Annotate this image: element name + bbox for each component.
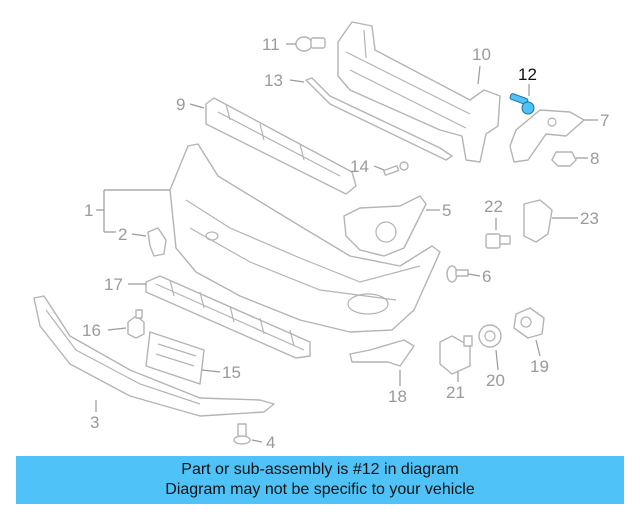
callout-9: 9 — [176, 95, 185, 114]
part-4-bolt — [233, 423, 251, 445]
callout-18: 18 — [388, 387, 407, 406]
part-12-bolt-highlighted — [509, 93, 535, 115]
part-19-park-sensor — [513, 307, 545, 339]
callout-23: 23 — [580, 209, 599, 228]
part-20-sensor-ring — [478, 324, 502, 348]
part-23-bracket — [523, 199, 553, 243]
info-banner: Part or sub-assembly is #12 in diagram D… — [16, 456, 624, 504]
parts-diagram: 1 2 3 4 5 6 7 8 9 10 11 12 13 14 15 16 1… — [33, 21, 609, 452]
callout-22: 22 — [484, 197, 503, 216]
part-14-screw — [383, 161, 409, 176]
callout-6: 6 — [482, 267, 491, 286]
part-22-sensor — [485, 233, 511, 249]
part-21-bracket — [439, 335, 473, 375]
callout-8: 8 — [590, 149, 599, 168]
part-18-trim — [349, 339, 415, 367]
callout-11: 11 — [262, 35, 280, 54]
part-15-license-bracket — [145, 331, 205, 385]
part-6-push-pin — [446, 265, 469, 283]
part-5-bracket — [343, 195, 427, 257]
callout-10: 10 — [472, 45, 491, 64]
callout-7: 7 — [600, 111, 609, 130]
leader-lines — [95, 43, 598, 443]
part-8-clip — [551, 151, 577, 167]
callout-17: 17 — [104, 275, 123, 294]
callout-1: 1 — [84, 201, 93, 220]
callout-14: 14 — [350, 157, 369, 176]
part-7-bracket — [509, 109, 585, 163]
callout-13: 13 — [264, 71, 283, 90]
part-13-strip — [305, 77, 453, 161]
callout-21: 21 — [446, 383, 465, 402]
callout-4: 4 — [266, 433, 275, 452]
part-2-sensor-bracket — [147, 227, 167, 257]
callout-3: 3 — [90, 413, 99, 432]
callout-19: 19 — [530, 357, 549, 376]
callout-20: 20 — [486, 371, 505, 390]
part-9-energy-absorber — [205, 97, 357, 195]
part-10-reinforcement-bar — [337, 21, 501, 163]
part-17-grille — [145, 275, 311, 359]
banner-line-2: Diagram may not be specific to your vehi… — [165, 481, 475, 498]
banner-line-1: Part or sub-assembly is #12 in diagram — [181, 461, 459, 478]
part-3-spoiler — [33, 295, 275, 417]
callout-5: 5 — [442, 201, 451, 220]
callout-2: 2 — [118, 225, 127, 244]
callout-16: 16 — [82, 321, 101, 340]
part-1-bumper-cover — [169, 143, 441, 333]
part-11-bolt — [295, 36, 326, 52]
callout-15: 15 — [222, 363, 241, 382]
part-16-clip — [127, 309, 145, 339]
callout-12: 12 — [518, 65, 537, 84]
callout-labels: 1 2 3 4 5 6 7 8 9 10 11 12 13 14 15 16 1… — [82, 35, 609, 452]
